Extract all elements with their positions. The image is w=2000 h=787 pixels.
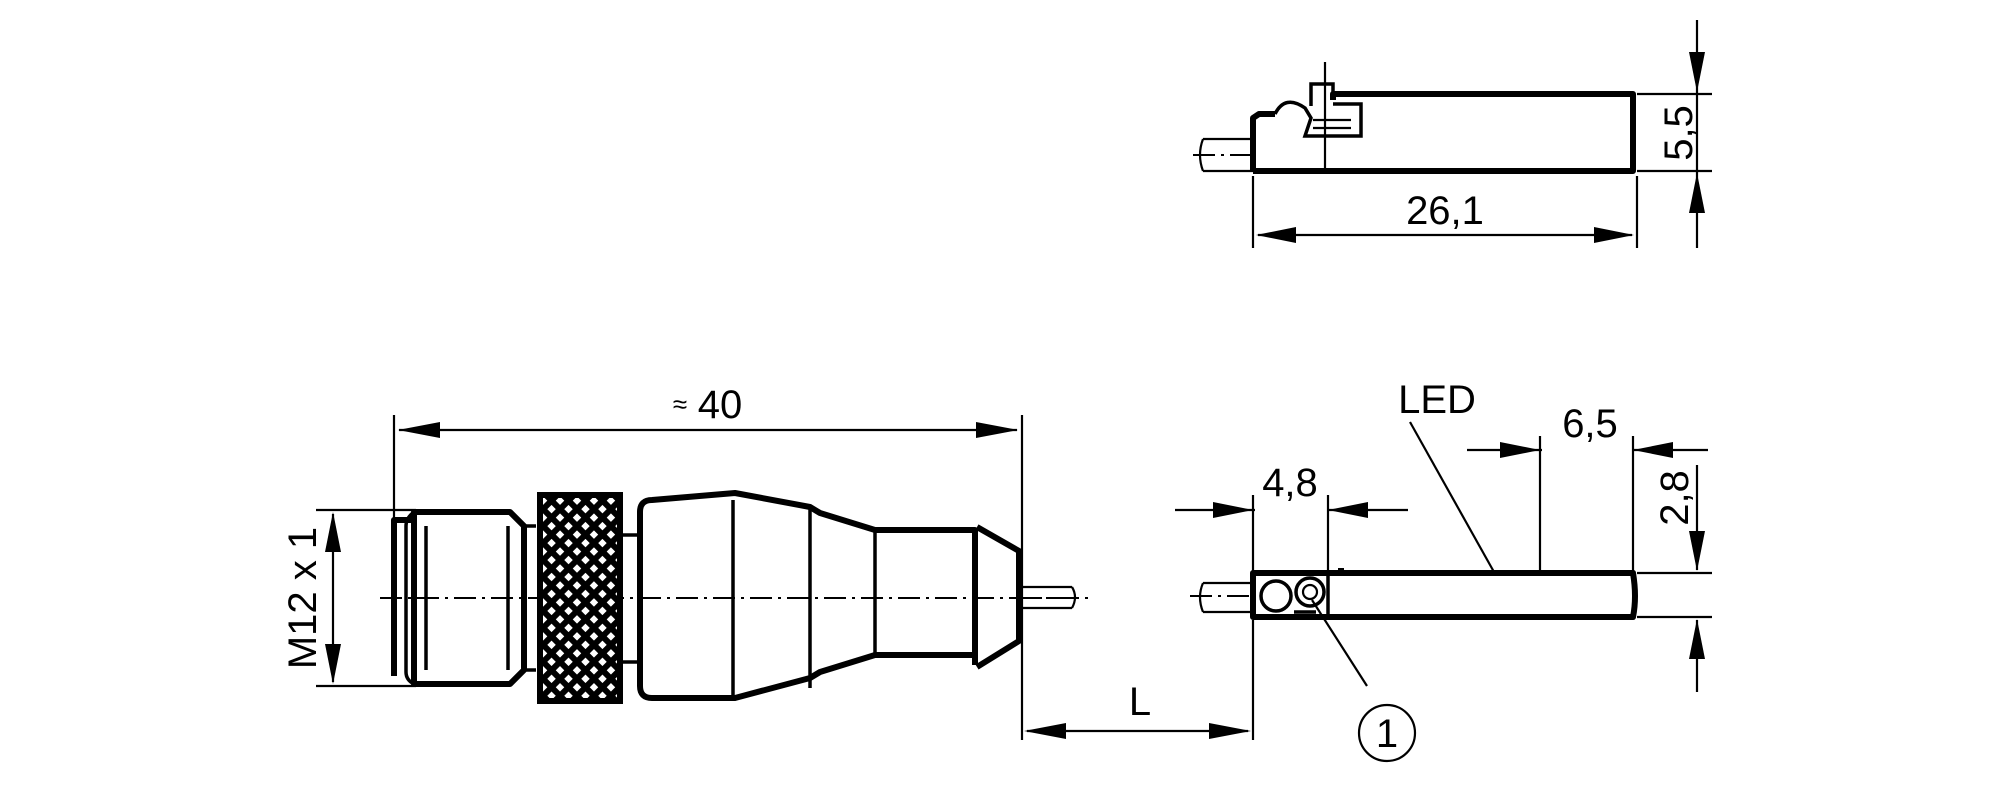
dim-40: 40 bbox=[698, 383, 743, 427]
dim-5-5: 5,5 bbox=[1657, 105, 1701, 161]
dim-4-8: 4,8 bbox=[1262, 461, 1318, 505]
approx-symbol: ≈ bbox=[673, 389, 687, 419]
callout-circle bbox=[1357, 703, 1417, 763]
sensor-side-view: 1 LED 4,8 6,5 2,8 bbox=[1175, 378, 1712, 763]
sensor-top-view: 26,1 5,5 bbox=[1193, 20, 1712, 248]
led-label: LED bbox=[1398, 378, 1476, 422]
cable-length-dimension: L bbox=[1024, 620, 1255, 740]
knurled-nut bbox=[537, 492, 623, 704]
callout-1: 1 bbox=[1376, 712, 1398, 756]
dim-m12x1: M12 x 1 bbox=[281, 527, 325, 669]
dim-2-8: 2,8 bbox=[1653, 470, 1697, 526]
connector-view: ≈ 40 M12 x 1 bbox=[281, 383, 1090, 740]
dim-L: L bbox=[1129, 680, 1151, 724]
dim-26-1: 26,1 bbox=[1406, 189, 1484, 233]
dim-6-5: 6,5 bbox=[1562, 402, 1618, 446]
